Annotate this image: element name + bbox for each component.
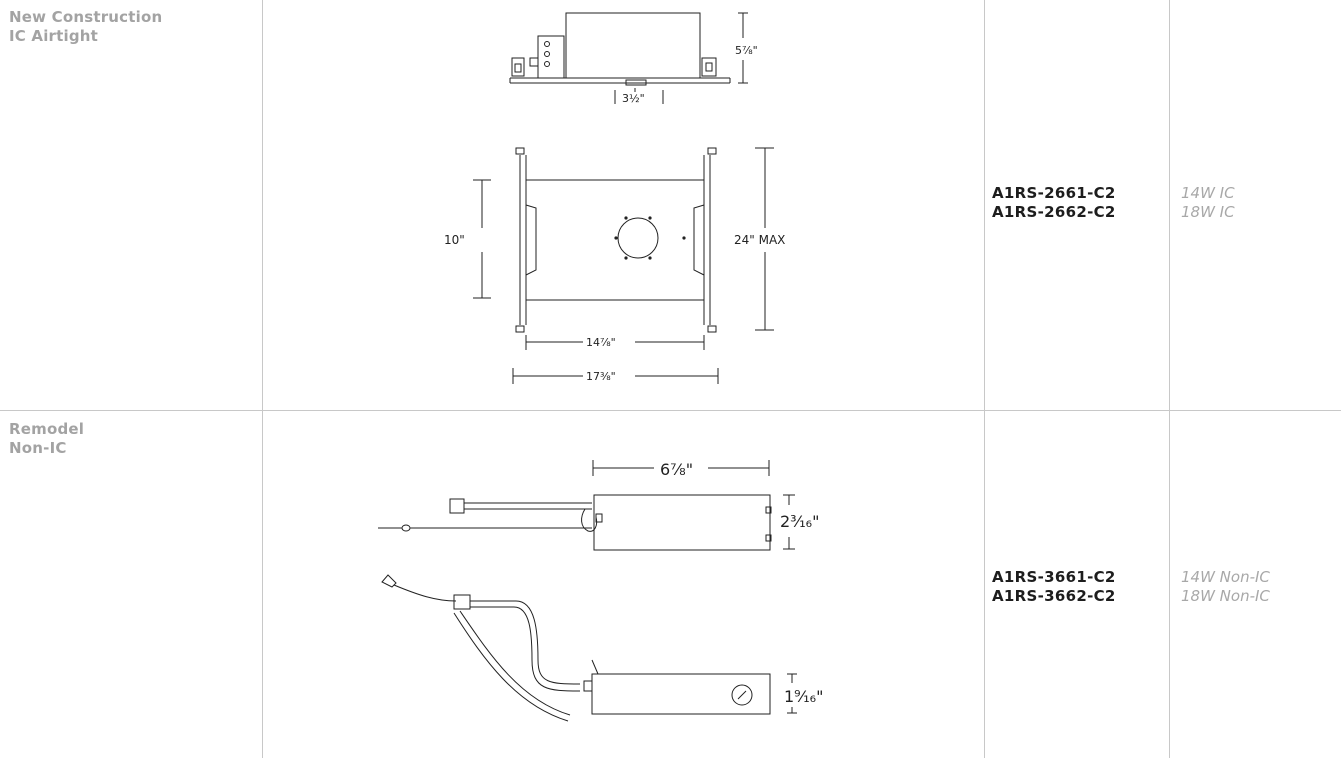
- row1-type-line2: IC Airtight: [9, 27, 99, 45]
- column-divider-3: [1169, 0, 1170, 758]
- row2-dim-height-side: 1⁹⁄₁₆": [784, 687, 823, 706]
- row2-type-line2: Non-IC: [9, 439, 67, 457]
- row1-model-2: A1RS-2662-C2: [992, 203, 1116, 221]
- row2-type-line1: Remodel: [9, 420, 85, 438]
- row2-wattage-1: 14W Non-IC: [1181, 568, 1270, 586]
- row1-wattage-2: 18W IC: [1181, 203, 1235, 221]
- row2-wattage-2: 18W Non-IC: [1181, 587, 1270, 605]
- row1-dim-offset: 3½": [622, 92, 645, 105]
- column-divider-1: [262, 0, 263, 758]
- row2-type-label: Remodel Non-IC: [9, 420, 84, 458]
- row-divider: [0, 410, 1341, 411]
- row2-model-1: A1RS-3661-C2: [992, 568, 1116, 586]
- row1-dim-max: 24" MAX: [734, 233, 785, 247]
- column-divider-2: [984, 0, 985, 758]
- row1-models: A1RS-2661-C2 A1RS-2662-C2: [992, 184, 1116, 222]
- row1-type-line1: New Construction: [9, 8, 163, 26]
- row1-type-label: New Construction IC Airtight: [9, 8, 162, 46]
- row2-dim-length: 6⅞": [660, 460, 693, 479]
- row1-wattage-1: 14W IC: [1181, 184, 1235, 202]
- row1-dim-outer-width: 17⅜": [586, 370, 616, 383]
- row1-model-1: A1RS-2661-C2: [992, 184, 1116, 202]
- row1-dim-depth: 10": [444, 233, 465, 247]
- row2-dim-height-top: 2³⁄₁₆": [780, 512, 819, 531]
- row1-dim-height: 5⅞": [735, 44, 758, 57]
- row1-wattages: 14W IC 18W IC: [1181, 184, 1235, 222]
- row2-model-2: A1RS-3662-C2: [992, 587, 1116, 605]
- row1-side-view-drawing: 5⅞" 3½": [509, 12, 758, 105]
- row2-models: A1RS-3661-C2 A1RS-3662-C2: [992, 568, 1116, 606]
- row1-dim-inner-width: 14⅞": [586, 336, 616, 349]
- row1-top-view-drawing: 10" 24" MAX 14⅞" 17⅜": [444, 147, 785, 384]
- row2-wattages: 14W Non-IC 18W Non-IC: [1181, 568, 1270, 606]
- row2-driver-drawing: 6⅞" 2³⁄₁₆" 1⁹⁄₁₆": [378, 460, 823, 722]
